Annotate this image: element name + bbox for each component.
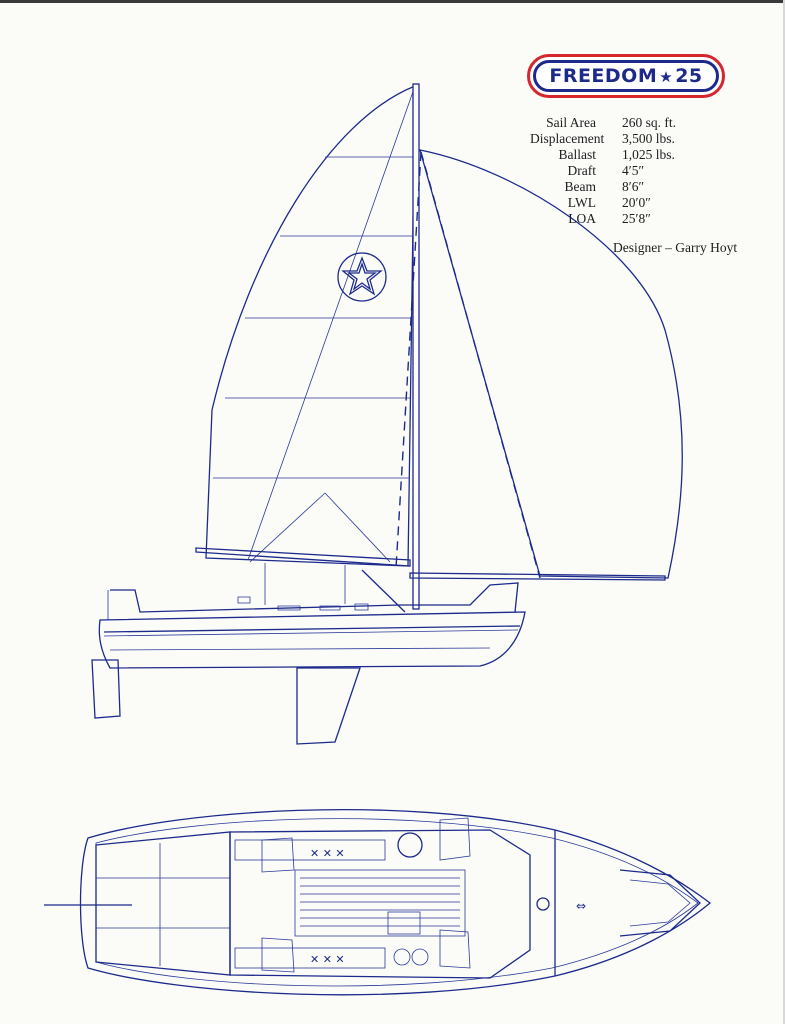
keel	[296, 667, 361, 745]
sail-emblem-icon	[337, 252, 387, 302]
spec-row: LWL 20′0″	[530, 195, 730, 211]
svg-text:⇔: ⇔	[576, 899, 586, 913]
deck-outline	[79, 808, 712, 996]
spec-label: Ballast	[558, 147, 597, 162]
spec-value: 3,500 lbs.	[622, 131, 675, 146]
side-profile-drawing	[91, 83, 683, 745]
boom	[195, 547, 411, 567]
spec-value: 4′5″	[622, 163, 645, 178]
spec-row: Ballast 1,025 lbs.	[530, 147, 730, 163]
designer-credit: Designer – Garry Hoyt	[613, 240, 738, 255]
svg-text:✕ ✕ ✕: ✕ ✕ ✕	[310, 847, 345, 860]
cabin-trunk	[110, 582, 519, 613]
page-right-edge	[783, 0, 785, 1024]
logo-inner-ring: FREEDOM★25	[533, 60, 719, 92]
jib-dashed-outline	[395, 151, 541, 579]
star-icon: ★	[659, 68, 674, 86]
logo-wordmark: FREEDOM★25	[549, 65, 702, 87]
cabin-interior	[229, 829, 531, 979]
spec-label: Sail Area	[546, 115, 596, 130]
logo-name: FREEDOM	[549, 65, 658, 87]
sheer-stripe	[103, 625, 521, 633]
specifications-table: Sail Area 260 sq. ft. Displacement 3,500 l…	[530, 115, 730, 227]
spec-row: Displacement 3,500 lbs.	[530, 131, 730, 147]
plan-view-drawing: ✕ ✕ ✕ ✕ ✕ ✕ ⇔	[44, 808, 712, 996]
spec-value: 260 sq. ft.	[622, 115, 676, 130]
spinnaker-sail	[419, 149, 683, 579]
spec-value: 1,025 lbs.	[622, 147, 675, 162]
spec-label: LWL	[567, 195, 596, 210]
bow-pulpit	[619, 869, 701, 937]
mainsail-panels	[213, 85, 416, 563]
table-planks	[300, 877, 460, 927]
spec-row: Beam 8′6″	[530, 179, 730, 195]
mainsail	[205, 85, 416, 567]
cockpit	[95, 831, 231, 976]
spec-row: Draft 4′5″	[530, 163, 730, 179]
spec-label: Displacement	[530, 131, 605, 146]
sink-icon	[387, 911, 421, 935]
spinnaker-pole	[409, 572, 666, 581]
spec-value: 20′0″	[622, 195, 651, 210]
freedom-logo: FREEDOM★25	[527, 54, 725, 98]
spec-label: Beam	[564, 179, 597, 194]
rudder	[91, 659, 121, 719]
head-icon	[397, 832, 423, 858]
mast	[412, 83, 420, 610]
page-top-edge	[0, 0, 785, 3]
spec-label: LOA	[568, 211, 596, 226]
spec-row: Sail Area 260 sq. ft.	[530, 115, 730, 131]
spec-value: 8′6″	[622, 179, 645, 194]
spec-value: 25′8″	[622, 211, 651, 226]
svg-text:✕ ✕ ✕: ✕ ✕ ✕	[310, 953, 345, 966]
logo-size: 25	[675, 65, 703, 87]
spec-label: Draft	[567, 163, 596, 178]
hull	[98, 611, 526, 669]
spec-row: LOA 25′8″	[530, 211, 730, 227]
stove-burner-icon	[393, 948, 411, 966]
